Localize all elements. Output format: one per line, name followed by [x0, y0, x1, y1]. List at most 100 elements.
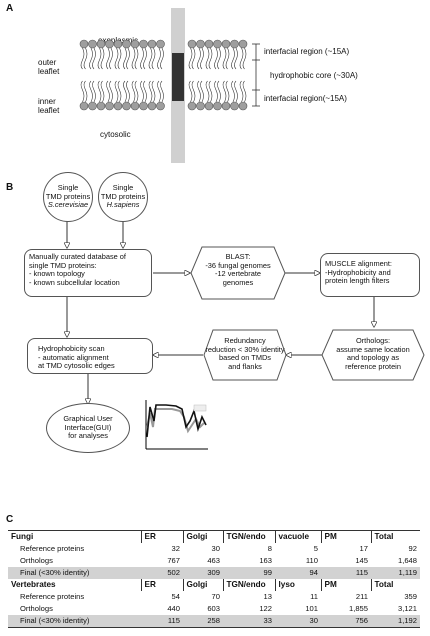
lipid-tail: [143, 47, 147, 70]
lipid-head: [113, 101, 123, 111]
lipid-tail: [234, 47, 238, 70]
lipid-tail: [160, 47, 164, 70]
redundancy-line4: and flanks: [228, 361, 262, 371]
outer-leaflet-line2: leaflet: [38, 67, 60, 76]
cell: 3,121: [397, 604, 417, 613]
lipid-tail: [123, 47, 127, 70]
cell: 122: [259, 604, 272, 613]
vert-col-tgn: TGN/endo: [222, 579, 275, 591]
lipid-tail: [188, 47, 193, 70]
lipid-tail: [109, 47, 113, 70]
cell: 54: [171, 592, 180, 601]
lipid-tail: [148, 47, 153, 70]
lipid-tail: [242, 80, 247, 103]
lipid-tail: [217, 47, 221, 70]
fungi-col-er: ER: [140, 530, 183, 543]
vert-col-golgi: Golgi: [182, 579, 223, 591]
lipid-head: [96, 39, 106, 49]
row-label: Reference proteins: [20, 544, 85, 553]
lipid-tail: [151, 47, 156, 70]
lipid-tail: [191, 47, 196, 70]
region-brackets: [252, 43, 260, 107]
yeast-line2: TMD proteins: [45, 191, 91, 201]
lipid-tail: [239, 47, 244, 70]
row-label: Orthologs: [20, 604, 53, 613]
cell: 99: [223, 567, 275, 579]
gui-line1: Graphical User: [63, 413, 113, 423]
lipid-tail: [106, 80, 110, 103]
hydrophobicity-scan-box: Hydrophobicity scan - automatic alignmen…: [27, 338, 153, 374]
redundancy-line1: Redundancy: [224, 336, 266, 345]
cell: 30: [211, 544, 220, 553]
lipid-tail: [100, 47, 105, 70]
lipid-tail: [106, 47, 110, 70]
lipid-head: [196, 39, 205, 49]
lipid-bilayer: [79, 39, 248, 111]
lipid-head: [238, 39, 248, 49]
lipid-head: [156, 39, 165, 49]
lipid-tail: [134, 47, 139, 70]
lipid-tail: [117, 47, 122, 70]
lipid-tail: [214, 47, 218, 70]
lipid-tail: [80, 80, 85, 103]
inner-leaflet-line2: leaflet: [38, 106, 60, 115]
lipid-tail: [157, 80, 161, 103]
fungi-col-golgi: Golgi: [182, 530, 223, 543]
lipid-tail: [242, 47, 247, 70]
row-label: Orthologs: [20, 556, 53, 565]
table-row: Reference proteins 32 30 8 5 17 92: [8, 543, 420, 555]
lipid-head: [230, 101, 239, 111]
lipid-head: [196, 101, 205, 111]
cell: 463: [207, 556, 220, 565]
lipid-tail: [197, 80, 201, 103]
lipid-tail: [214, 80, 218, 103]
outer-leaflet-label: outer leaflet: [38, 58, 59, 76]
lipid-tail: [231, 80, 235, 103]
lipid-head: [88, 101, 97, 111]
muscle-box: MUSCLE alignment: -Hydrophobicity and pr…: [320, 253, 420, 297]
lipid-tail: [131, 47, 136, 70]
lipid-tail: [114, 47, 119, 70]
lipid-tail: [191, 80, 196, 103]
lipid-tail: [126, 47, 130, 70]
redundancy-line3: based on TMDs: [218, 353, 272, 363]
gui-box: Graphical User Interface(GUI) for analys…: [46, 403, 130, 453]
lipid-tail: [131, 80, 136, 103]
lipid-head: [79, 39, 89, 49]
human-line1: Single: [112, 182, 134, 192]
lipid-tail: [89, 47, 93, 70]
vertebrates-header-row: Vertebrates ER Golgi TGN/endo lyso PM To…: [8, 579, 420, 591]
lipid-head: [105, 39, 114, 49]
human-line2: TMD proteins: [100, 191, 146, 201]
blast-shape: [190, 246, 286, 300]
lipid-tail: [92, 47, 96, 70]
lipid-head: [113, 39, 123, 49]
lipid-tail: [97, 80, 102, 103]
cell: 32: [171, 544, 180, 553]
curated-database-box: Manually curated database of single TMD …: [24, 249, 152, 297]
cell: 70: [211, 592, 220, 601]
yeast-tmd-box: Single TMD proteins S.cerevisiae: [43, 172, 93, 222]
lipid-tail: [188, 80, 193, 103]
lipid-tail: [160, 80, 164, 103]
table-row: Orthologs 767 463 163 110 145 1,648: [8, 555, 420, 567]
cytosolic-label: cytosolic: [100, 130, 131, 139]
interfacial-region-bottom: interfacial region(~15A): [264, 94, 347, 103]
table-row: Reference proteins 54 70 13 11 211 359: [8, 591, 420, 603]
lipid-tail: [222, 47, 227, 70]
panel-c-label: C: [6, 514, 14, 525]
cell: 33: [223, 615, 275, 628]
lipid-tail: [97, 47, 102, 70]
plot-trace-black: [146, 404, 207, 438]
orthologs-shape: [321, 329, 425, 381]
lipid-head: [230, 39, 239, 49]
cell: 145: [355, 556, 368, 565]
cell: 163: [259, 556, 272, 565]
lipid-head: [130, 39, 140, 49]
interfacial-region-top: interfacial region (~15A): [264, 47, 350, 56]
orthologs-line4: reference protein: [345, 361, 401, 371]
fungi-col-vacuole: vacuole: [274, 530, 321, 543]
lipid-head: [139, 39, 148, 49]
panel-a-label: A: [6, 3, 14, 14]
lipid-tail: [80, 47, 85, 70]
